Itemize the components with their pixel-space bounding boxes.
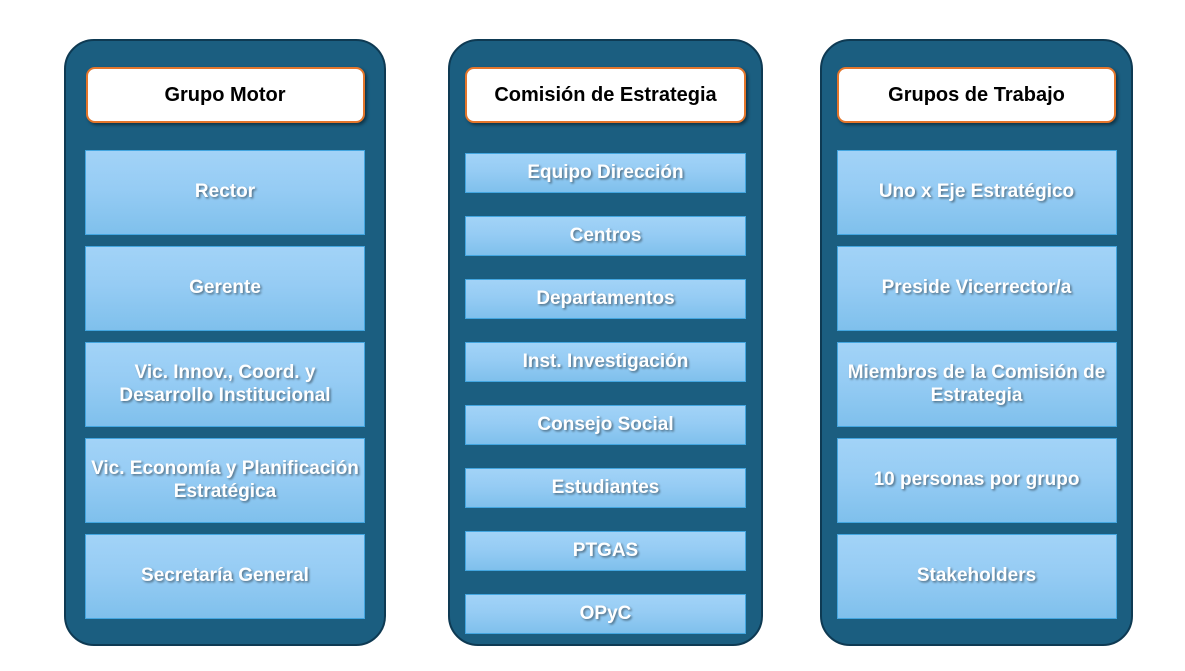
item-list-grupo-motor: Rector Gerente Vic. Innov., Coord. y Des… xyxy=(66,150,384,619)
list-item: Gerente xyxy=(85,246,365,331)
list-item: Departamentos xyxy=(465,279,746,319)
list-item: Preside Vicerrector/a xyxy=(836,246,1117,331)
panel-grupo-motor: Grupo Motor Rector Gerente Vic. Innov., … xyxy=(64,39,386,646)
panel-header-grupo-motor: Grupo Motor xyxy=(85,67,365,123)
item-list-comision-de-estrategia: Equipo Dirección Centros Departamentos I… xyxy=(450,153,761,634)
list-item: Secretaría General xyxy=(85,534,365,619)
list-item: Centros xyxy=(465,216,746,256)
list-item: 10 personas por grupo xyxy=(836,438,1117,523)
panel-grupos-de-trabajo: Grupos de Trabajo Uno x Eje Estratégico … xyxy=(820,39,1133,646)
panel-comision-de-estrategia: Comisión de Estrategia Equipo Dirección … xyxy=(448,39,763,646)
panel-header-comision-de-estrategia: Comisión de Estrategia xyxy=(465,67,746,123)
panel-header-grupos-de-trabajo: Grupos de Trabajo xyxy=(837,67,1116,123)
list-item: Equipo Dirección xyxy=(465,153,746,193)
list-item: Inst. Investigación xyxy=(465,342,746,382)
list-item: Vic. Economía y Planificación Estratégic… xyxy=(85,438,365,523)
list-item: PTGAS xyxy=(465,531,746,571)
list-item: Consejo Social xyxy=(465,405,746,445)
list-item: Miembros de la Comisión de Estrategia xyxy=(836,342,1117,427)
list-item: OPyC xyxy=(465,594,746,634)
list-item: Rector xyxy=(85,150,365,235)
item-list-grupos-de-trabajo: Uno x Eje Estratégico Preside Vicerrecto… xyxy=(822,150,1131,619)
list-item: Vic. Innov., Coord. y Desarrollo Institu… xyxy=(85,342,365,427)
list-item: Estudiantes xyxy=(465,468,746,508)
list-item: Stakeholders xyxy=(836,534,1117,619)
list-item: Uno x Eje Estratégico xyxy=(836,150,1117,235)
